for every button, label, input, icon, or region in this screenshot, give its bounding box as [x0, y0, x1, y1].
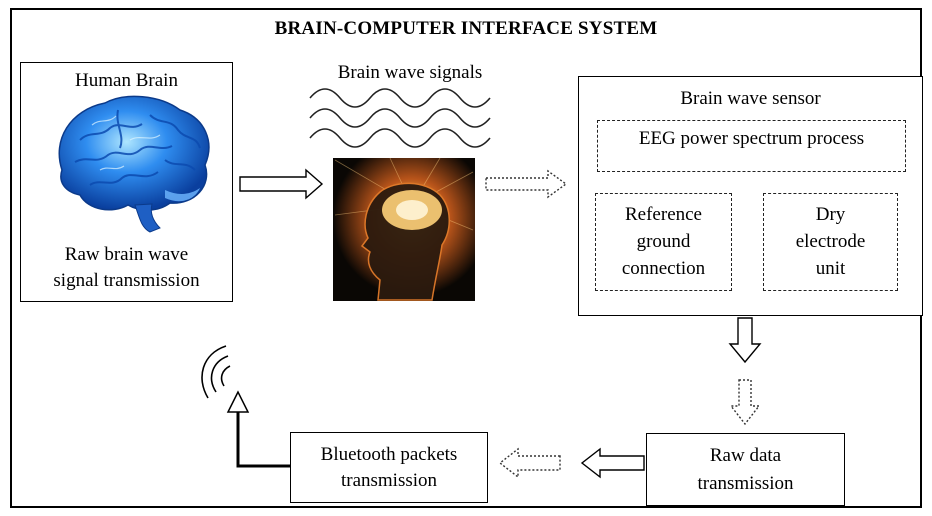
brain-caption-line2: signal transmission [53, 270, 200, 291]
dry-line3: unit [815, 258, 846, 279]
dry-line2: electrode [795, 231, 866, 252]
sensor-heading: Brain wave sensor [680, 88, 821, 109]
arrow-sensor-down [728, 317, 762, 364]
dry-line1: Dry [815, 204, 846, 225]
diagram-title: BRAIN-COMPUTER INTERFACE SYSTEM [274, 18, 658, 39]
human-brain-heading: Human Brain [75, 70, 178, 91]
bluetooth-box [290, 432, 488, 503]
reference-box [595, 193, 732, 291]
reference-line1: Reference [625, 204, 702, 225]
sensor-box [578, 76, 923, 316]
brain-wave-lines [309, 88, 491, 148]
signals-label: Brain wave signals [337, 62, 483, 83]
signal-waves-icon [201, 345, 231, 399]
arrow-to-bluetooth [498, 447, 561, 479]
arrow-head-to-sensor [485, 169, 568, 199]
arrow-brain-to-head [239, 168, 324, 200]
reference-line3: connection [621, 258, 706, 279]
eeg-label: EEG power spectrum process [638, 128, 865, 149]
glowing-head-image [333, 157, 475, 301]
arrow-down-to-raw [729, 379, 761, 426]
brain-caption-line1: Raw brain wave [64, 244, 189, 265]
dry-electrode-box [763, 193, 898, 291]
eeg-box [597, 120, 906, 172]
raw-data-box [646, 433, 845, 506]
bluetooth-line2: transmission [340, 470, 438, 491]
antenna-triangle [226, 390, 250, 413]
raw-data-line2: transmission [697, 473, 794, 494]
reference-line2: ground [636, 231, 691, 252]
antenna-connector [236, 412, 290, 468]
bluetooth-line1: Bluetooth packets [320, 444, 458, 465]
arrow-raw-left [580, 447, 645, 479]
raw-data-line1: Raw data [709, 445, 782, 466]
